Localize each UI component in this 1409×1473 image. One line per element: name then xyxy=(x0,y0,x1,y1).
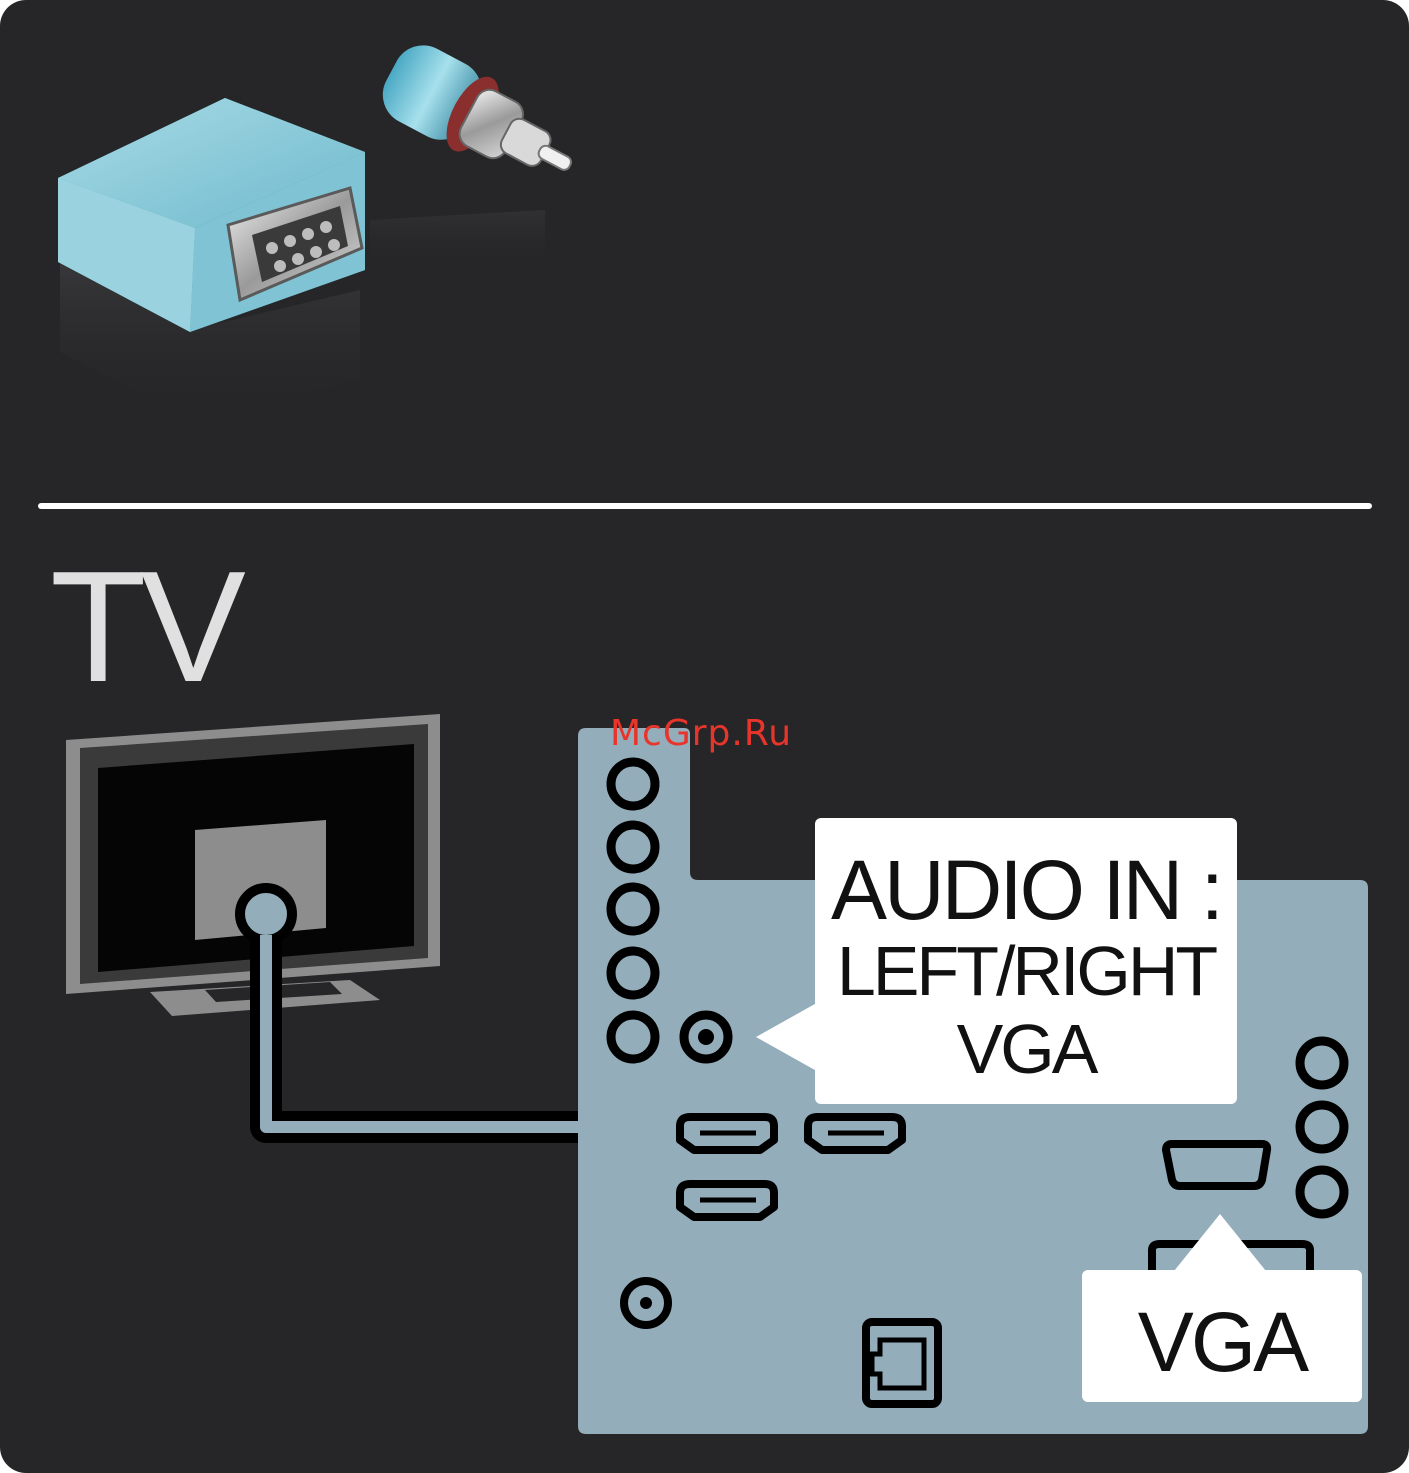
section-divider xyxy=(38,503,1372,509)
vga-callout: VGA xyxy=(1082,1270,1362,1402)
audio-in-callout-line1: AUDIO IN : xyxy=(815,848,1237,932)
audio-in-callout: AUDIO IN : LEFT/RIGHT VGA xyxy=(815,818,1237,1104)
vga-audio-adapter-icon xyxy=(58,35,589,420)
vga-callout-label: VGA xyxy=(1082,1300,1362,1384)
section-title: TV xyxy=(50,548,240,706)
watermark-text: McGrp.Ru xyxy=(610,716,792,752)
audio-in-callout-line3: VGA xyxy=(815,1014,1237,1084)
audio-in-callout-line2: LEFT/RIGHT xyxy=(815,936,1237,1006)
